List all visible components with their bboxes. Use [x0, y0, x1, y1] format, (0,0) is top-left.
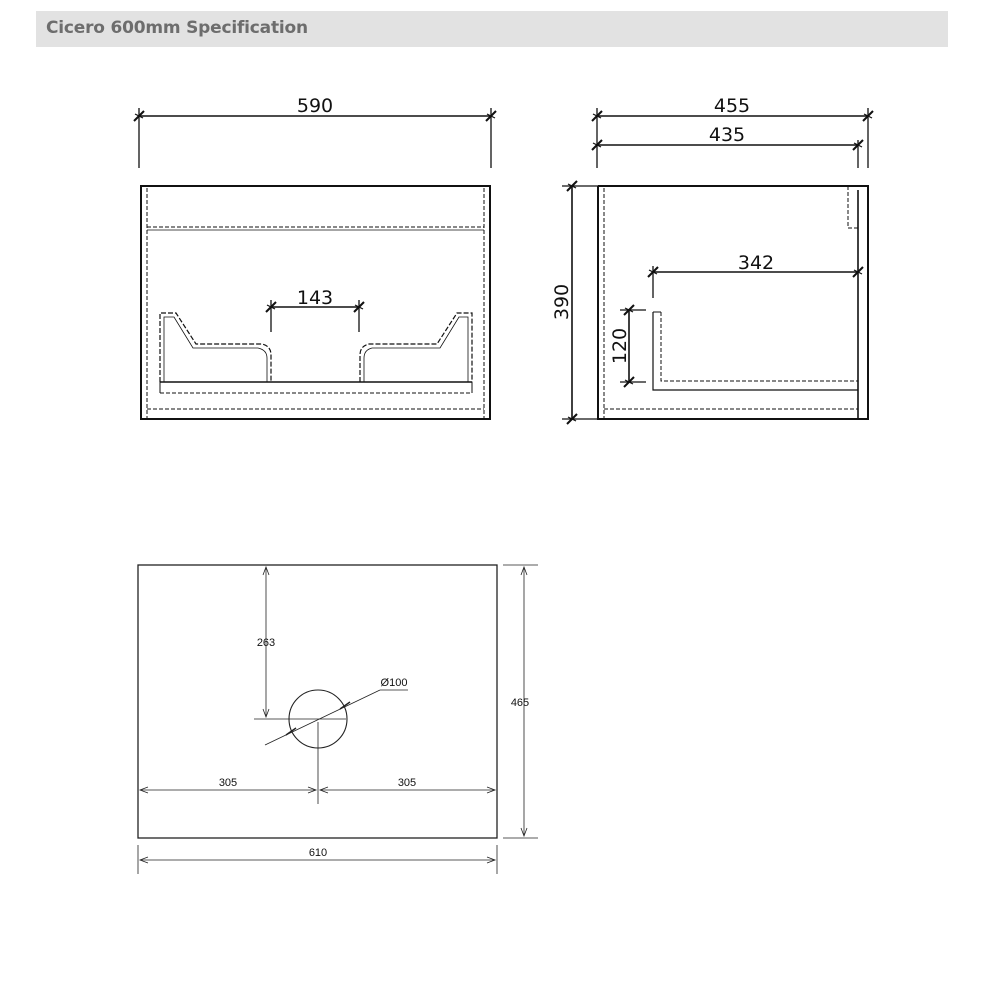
- label-gap: 143: [297, 287, 333, 309]
- label-waste-offset: 263: [257, 637, 275, 649]
- label-height: 390: [551, 284, 573, 320]
- label-waste-diameter: Ø100: [381, 677, 408, 689]
- label-left-offset: 305: [219, 777, 237, 789]
- side-cabinet-outline: [597, 185, 869, 420]
- label-plan-depth: 465: [511, 697, 529, 709]
- drawer-side-profile: [652, 312, 858, 391]
- dimension-drawer-side-120: [620, 304, 646, 388]
- front-view: [133, 108, 497, 420]
- label-width: 590: [297, 95, 333, 117]
- dimension-left-offset-305: [138, 786, 318, 794]
- label-carcass-depth: 435: [709, 124, 745, 146]
- page-header: Cicero 600mm Specification: [36, 11, 948, 47]
- dimension-depth-465: [503, 564, 538, 839]
- front-cabinet-outline: [140, 185, 491, 420]
- dimension-waste-offset-263: [262, 565, 270, 719]
- dimension-overall-depth-455: [591, 108, 874, 168]
- basin-plan-outline: [137, 564, 498, 839]
- dimension-carcass-depth-435: [591, 139, 864, 168]
- label-plan-width: 610: [309, 847, 327, 859]
- page-title: Cicero 600mm Specification: [46, 18, 308, 38]
- dimension-height-390: [562, 180, 598, 425]
- label-drawer-side-height: 120: [609, 328, 631, 364]
- dimension-gap-143: [265, 300, 365, 332]
- dimension-right-offset-305: [318, 786, 497, 794]
- dimension-width-590: [133, 108, 497, 168]
- dimension-width-610: [137, 845, 498, 874]
- basin-plan: [137, 564, 538, 874]
- label-drawer-depth: 342: [738, 252, 774, 274]
- label-overall-depth: 455: [714, 95, 750, 117]
- side-view: [562, 108, 874, 425]
- dimension-drawer-depth-342: [647, 266, 864, 298]
- label-right-offset: 305: [398, 777, 416, 789]
- drawer-profile: [159, 312, 473, 382]
